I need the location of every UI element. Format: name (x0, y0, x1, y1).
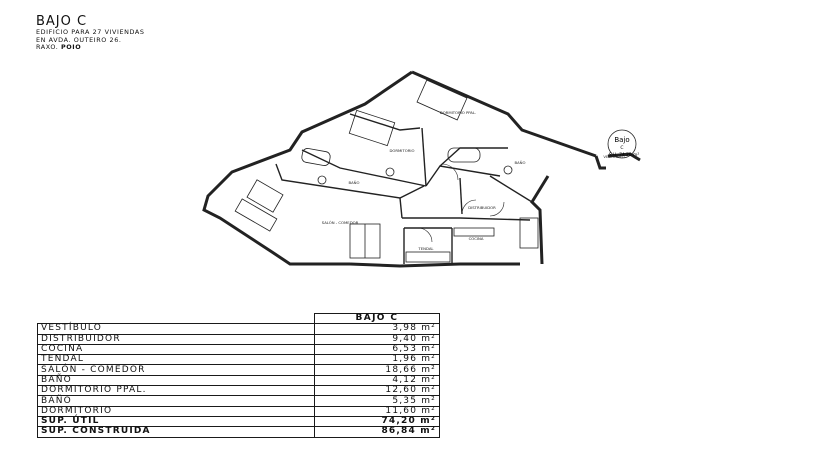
room-name: DISTRIBUIDOR (37, 333, 315, 345)
fixtures (234, 79, 539, 263)
room-area: 5,35 m² (313, 395, 441, 407)
room-name: TENDAL (37, 354, 315, 366)
table-row: DORMITORIO PPAL.12,60 m² (37, 385, 441, 397)
interior-walls (275, 113, 533, 264)
room-name: DORMITORIO PPAL. (37, 385, 315, 397)
room-area: 4,12 m² (313, 374, 441, 387)
project-line-2: EN AVDA. OUTEIRO 26. (36, 35, 122, 44)
location-bold: POIO (60, 43, 82, 52)
project-line-3: RAXO. POIO (36, 43, 145, 52)
unit-title: BAJO C (36, 14, 88, 29)
location-text: RAXO. (36, 43, 59, 52)
label-bano-1: BAÑO (348, 180, 359, 185)
room-name: VESTÍBULO (37, 323, 315, 335)
project-line-1: EDIFICIO PARA 27 VIVIENDAS (36, 28, 145, 36)
project-header: BAJO C EDIFICIO PARA 27 VIVIENDAS EN AVD… (36, 15, 145, 52)
room-area: 12,60 m² (313, 385, 441, 397)
floor-plan: Bajo C S.U. 74.20 m² DORMITORIO PPAL. DO… (202, 70, 641, 268)
label-dormitorio: DORMITORIO (389, 148, 414, 153)
room-name: SUP. ÚTIL (37, 415, 315, 428)
room-area: 3,98 m² (313, 323, 441, 335)
room-area: 1,96 m² (313, 354, 441, 366)
room-area: 9,40 m² (313, 333, 441, 345)
label-dormitorio-ppal: DORMITORIO PPAL. (440, 110, 476, 115)
room-area: 6,53 m² (313, 343, 441, 356)
room-name: SUP. CONSTRUIDA (37, 426, 315, 438)
room-area: 11,60 m² (313, 405, 441, 417)
door-swings (417, 163, 505, 243)
room-name: SALÓN - COMEDOR (37, 364, 315, 376)
label-vestibulo: VESTÍBULO (603, 154, 624, 159)
label-distribuidor: DISTRIBUIDOR (468, 205, 496, 210)
label-cocina: COCINA (469, 236, 484, 241)
exterior-walls (202, 70, 641, 268)
label-tendal: TENDAL (417, 246, 434, 251)
room-name: COCINA (37, 343, 315, 356)
table-header: BAJO C (313, 312, 441, 325)
room-name: BAÑO (37, 374, 315, 387)
badge-name: Bajo (614, 136, 629, 144)
room-area: 18,66 m² (313, 364, 441, 376)
room-name: BAÑO (37, 395, 315, 407)
room-area: 74,20 m² (313, 415, 441, 428)
unit-badge: Bajo C S.U. 74.20 m² (607, 129, 639, 159)
badge-letter: C (620, 145, 623, 151)
badge-area: S.U. 74.20 m² (609, 152, 639, 158)
room-name: DORMITORIO (37, 405, 315, 417)
room-area: 86,84 m² (313, 426, 441, 438)
label-salon: SALÓN - COMEDOR (322, 220, 359, 225)
label-bano-2: BAÑO (514, 160, 525, 165)
